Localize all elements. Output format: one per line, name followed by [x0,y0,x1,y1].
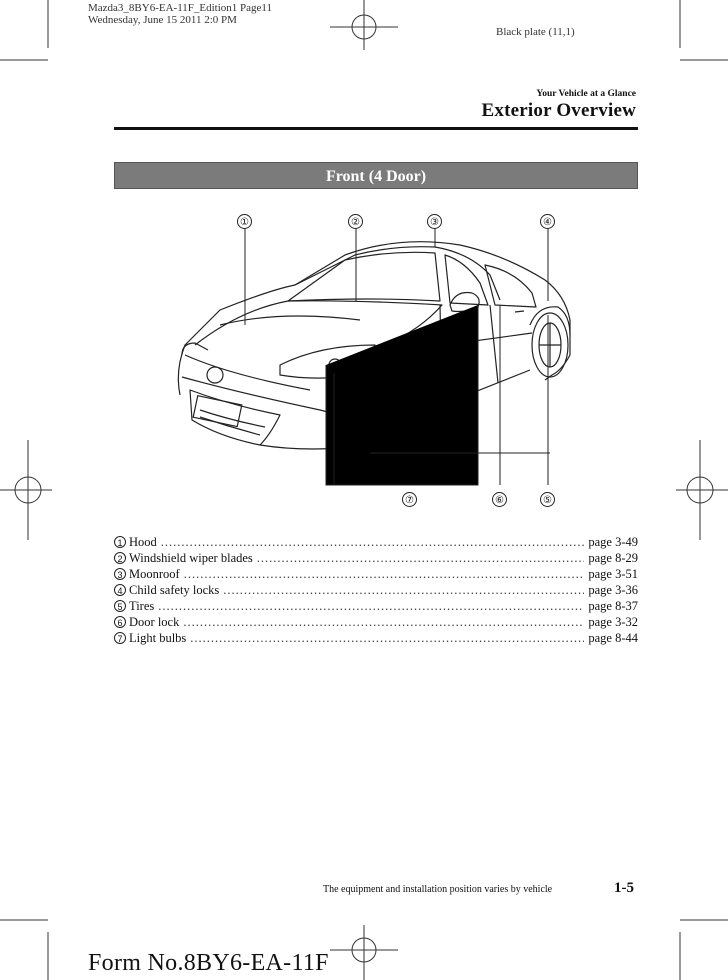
item-number: 6 [114,616,126,628]
callout-3: ③ [427,214,442,229]
item-number: 5 [114,600,126,612]
callout-7: ⑦ [402,492,417,507]
section-label: Your Vehicle at a Glance [536,89,636,99]
callout-4: ④ [540,214,555,229]
item-label: Moonroof [129,567,180,581]
dot-leader [190,630,584,646]
callout-5: ⑤ [540,492,555,507]
dot-leader [184,566,585,582]
footer-note: The equipment and installation position … [323,884,553,895]
plate-label: Black plate (11,1) [496,26,575,38]
page-title: Exterior Overview [481,100,636,121]
callout-1: ① [237,214,252,229]
item-label: Tires [129,599,155,613]
item-page: page 8-29 [588,551,638,565]
dot-leader [257,550,585,566]
callout-2: ② [348,214,363,229]
item-label: Windshield wiper blades [129,551,253,565]
item-label: Light bulbs [129,631,187,645]
dot-leader [223,582,584,598]
item-number: 4 [114,584,126,596]
print-meta: Mazda3_8BY6-EA-11F_Edition1 Page11 Wedne… [88,2,272,26]
callout-6: ⑥ [492,492,507,507]
print-meta-line1: Mazda3_8BY6-EA-11F_Edition1 Page11 [88,2,273,14]
item-number: 2 [114,552,126,564]
item-label: Door lock [129,615,180,629]
item-number: 1 [114,536,126,548]
dot-leader [158,598,584,614]
item-page: page 3-36 [588,583,638,597]
item-label: Child safety locks [129,583,220,597]
dot-leader [183,614,584,630]
item-number: 7 [114,632,126,644]
form-number: Form No.8BY6-EA-11F [88,950,329,976]
item-page: page 3-51 [588,567,638,581]
car-illustration [177,227,571,486]
item-page: page 3-49 [588,535,638,549]
dot-leader [161,534,585,550]
item-page: page 8-37 [588,599,638,613]
header-rule [114,127,638,130]
item-number: 3 [114,568,126,580]
print-meta-line2: Wednesday, June 15 2011 2:0 PM [88,14,237,26]
section-banner: Front (4 Door) [114,162,638,189]
item-label: Hood [129,535,157,549]
item-page: page 3-32 [588,615,638,629]
item-page: page 8-44 [588,631,638,645]
page-number: 1-5 [614,880,634,896]
